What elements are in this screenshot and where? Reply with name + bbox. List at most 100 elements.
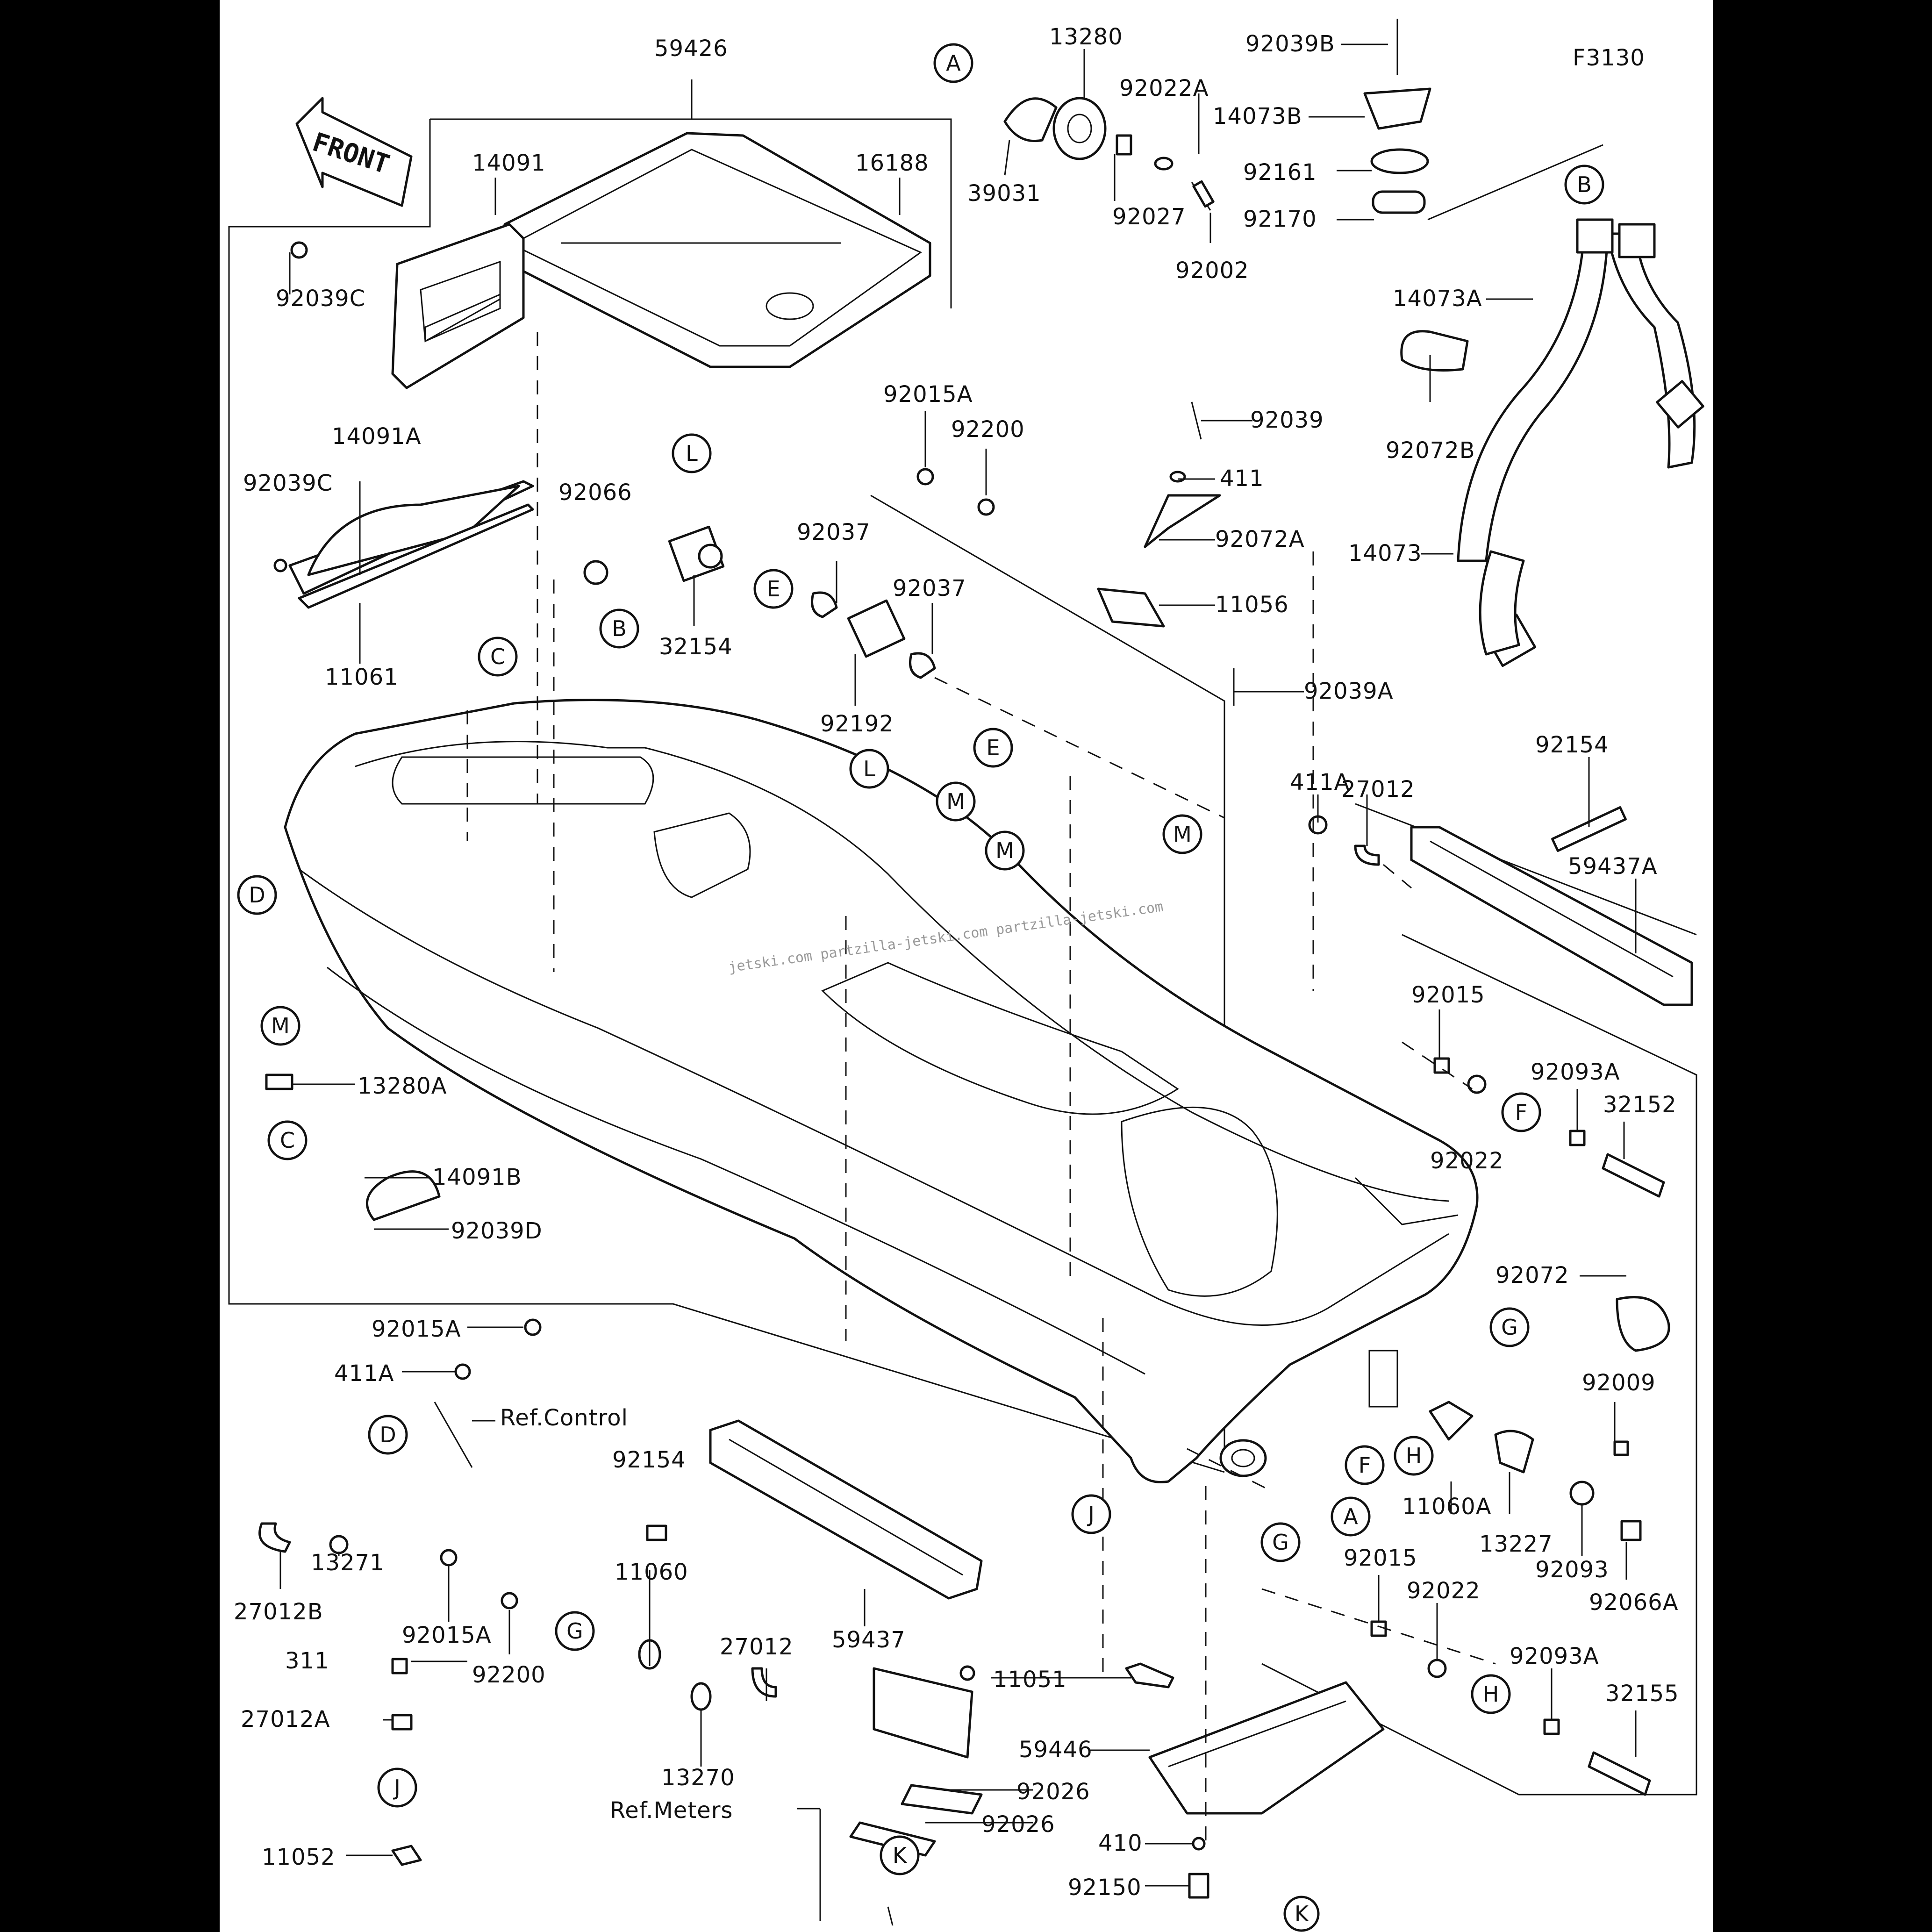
label-39031: 39031 (967, 180, 1041, 207)
label-92037-a: 92037 (797, 519, 871, 545)
label-13271: 13271 (311, 1550, 385, 1576)
washer-92093 (1569, 1481, 1595, 1506)
svg-text:A: A (1343, 1504, 1358, 1529)
svg-text:M: M (946, 789, 965, 814)
callout-J-bl: J (377, 1767, 417, 1808)
bolt-92150 (1188, 1873, 1209, 1899)
meter-box (873, 1667, 973, 1759)
label-13280A: 13280A (358, 1073, 447, 1099)
label-11060: 11060 (615, 1559, 688, 1585)
label-410: 410 (1098, 1830, 1143, 1856)
label-411A-r: 411A (1290, 769, 1350, 795)
hatch-cover (391, 223, 525, 389)
label-11056: 11056 (1215, 592, 1289, 618)
callout-L-top: L (672, 433, 712, 473)
nut-meter (959, 1665, 975, 1681)
svg-text:D: D (379, 1422, 396, 1447)
nut-92015A-l (524, 1318, 542, 1336)
label-92022-b: 92022 (1407, 1578, 1481, 1604)
svg-text:J: J (393, 1775, 401, 1800)
plate-92093A-r (1569, 1130, 1586, 1146)
label-92093A-r: 92093A (1531, 1059, 1620, 1085)
label-14073A: 14073A (1393, 286, 1482, 312)
svg-text:D: D (249, 882, 265, 908)
ride-plate (1148, 1681, 1385, 1815)
svg-text:K: K (1295, 1901, 1309, 1926)
bracket-11051 (1125, 1662, 1174, 1689)
drain-32155 (1588, 1751, 1651, 1796)
fitting-13227 (1494, 1430, 1534, 1474)
callout-D-left: D (237, 875, 277, 915)
label-92150: 92150 (1068, 1875, 1142, 1901)
label-92009: 92009 (1582, 1370, 1656, 1396)
label-92039C: 92039C (243, 470, 333, 496)
callout-M-left: M (260, 1006, 301, 1046)
ref-meters-label: Ref.Meters (610, 1797, 733, 1824)
drain-fitting (668, 525, 936, 679)
callout-L-mid: L (849, 749, 889, 789)
callout-B-top: B (1564, 165, 1604, 205)
nut-92015-b (1370, 1620, 1387, 1637)
callout-A-top: A (933, 43, 973, 83)
label-13280: 13280 (1049, 24, 1123, 50)
bolt-92066A (1620, 1520, 1642, 1541)
svg-text:J: J (1087, 1502, 1095, 1527)
nut-92015-r (1433, 1057, 1450, 1074)
gasket-13280A (265, 1073, 293, 1090)
label-59426: 59426 (654, 36, 728, 62)
callout-letters: A B L E C B E L M M M D M C F G H F A J … (237, 43, 1604, 1932)
label-92039C-top: 92039C (276, 286, 365, 312)
washer-92022-b (1427, 1659, 1447, 1678)
label-59446: 59446 (1019, 1737, 1093, 1763)
cover-11060A (1429, 1401, 1474, 1441)
callout-B-mid: B (599, 608, 639, 649)
bolt-92154-b (646, 1524, 667, 1541)
label-92015A-b: 92015A (402, 1622, 492, 1648)
washer-92022-r (1467, 1074, 1487, 1094)
svg-text:K: K (893, 1843, 908, 1868)
screw-meter (887, 1906, 894, 1926)
callout-D-bl: D (368, 1415, 408, 1455)
label-92192: 92192 (820, 711, 894, 737)
label-14073B: 14073B (1213, 103, 1302, 129)
washer-92200-b (501, 1592, 518, 1610)
screw-92009 (1613, 1440, 1629, 1456)
callout-F-b: F (1345, 1445, 1385, 1485)
label-27012-b: 27012 (720, 1634, 794, 1660)
label-92093: 92093 (1535, 1557, 1609, 1583)
label-14091A: 14091A (332, 423, 422, 450)
svg-text:L: L (863, 756, 875, 781)
label-92072: 92072 (1496, 1262, 1569, 1288)
label-92066A: 92066A (1589, 1589, 1679, 1616)
callout-H-b: H (1471, 1674, 1511, 1714)
reinforce-plate-left (709, 1419, 983, 1600)
callout-C-top: C (478, 637, 518, 677)
label-32155: 32155 (1605, 1681, 1679, 1707)
gasket (288, 480, 534, 609)
filler-hose (1457, 218, 1704, 667)
svg-text:B: B (1577, 172, 1592, 197)
svg-text:M: M (271, 1013, 290, 1038)
callout-J-b: J (1071, 1494, 1111, 1534)
washer-410 (1192, 1837, 1206, 1851)
label-11052: 11052 (262, 1844, 336, 1870)
svg-text:M: M (995, 838, 1014, 863)
drain-32152 (1602, 1153, 1665, 1198)
label-27012-r: 27012 (1341, 776, 1415, 802)
ref-control-label: Ref.Control (500, 1405, 628, 1431)
label-92161: 92161 (1243, 159, 1317, 186)
dashed-connectors (466, 332, 1496, 1846)
label-27012A: 27012A (241, 1706, 330, 1732)
label-92154-b: 92154 (612, 1447, 686, 1473)
callout-E-top: E (753, 569, 794, 609)
reinforce-plate-right (1410, 826, 1693, 1006)
callout-M-3: M (1162, 814, 1202, 854)
label-92072A: 92072A (1215, 526, 1305, 552)
breather-parts (1097, 401, 1235, 706)
svg-text:H: H (1483, 1682, 1499, 1707)
callout-A-b: A (1331, 1496, 1371, 1537)
label-11060A: 11060A (1402, 1494, 1492, 1520)
clip-27012B (258, 1522, 291, 1553)
label-92039D: 92039D (451, 1218, 543, 1244)
